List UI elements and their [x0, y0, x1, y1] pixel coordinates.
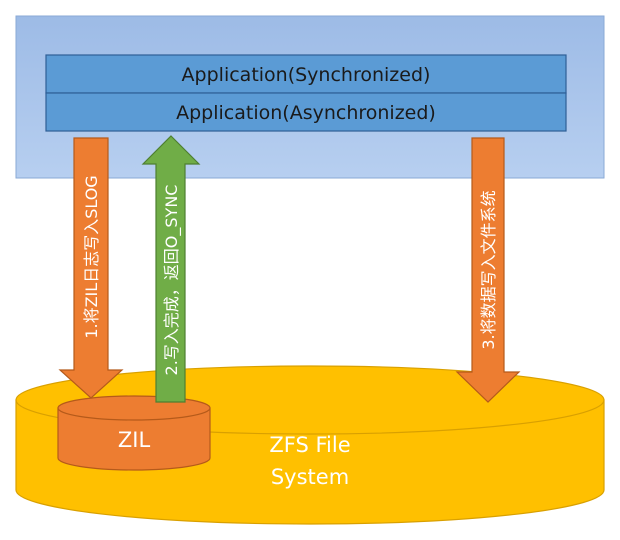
- arrow-write-slog: 1.将ZIL日志写入SLOG: [58, 137, 124, 399]
- zil-disk: ZIL: [57, 395, 211, 471]
- arrow-write-slog-label: 1.将ZIL日志写入SLOG: [82, 175, 101, 338]
- arrow-return-sync-label: 2.写入完成，返回O_SYNC: [162, 185, 182, 376]
- application-sync-bar: Application(Synchronized): [45, 54, 567, 94]
- application-sync-label: Application(Synchronized): [182, 64, 431, 86]
- application-async-label: Application(Asynchronized): [176, 102, 436, 124]
- arrow-write-fs: 3.将数据写入文件系统: [455, 137, 521, 403]
- zil-label: ZIL: [118, 428, 151, 452]
- zfs-label-line1: ZFS File: [269, 433, 350, 457]
- application-async-bar: Application(Asynchronized): [45, 92, 567, 132]
- zfs-label-line2: System: [271, 465, 349, 489]
- arrow-write-fs-label: 3.将数据写入文件系统: [479, 190, 498, 349]
- arrow-return-sync: 2.写入完成，返回O_SYNC: [141, 135, 201, 403]
